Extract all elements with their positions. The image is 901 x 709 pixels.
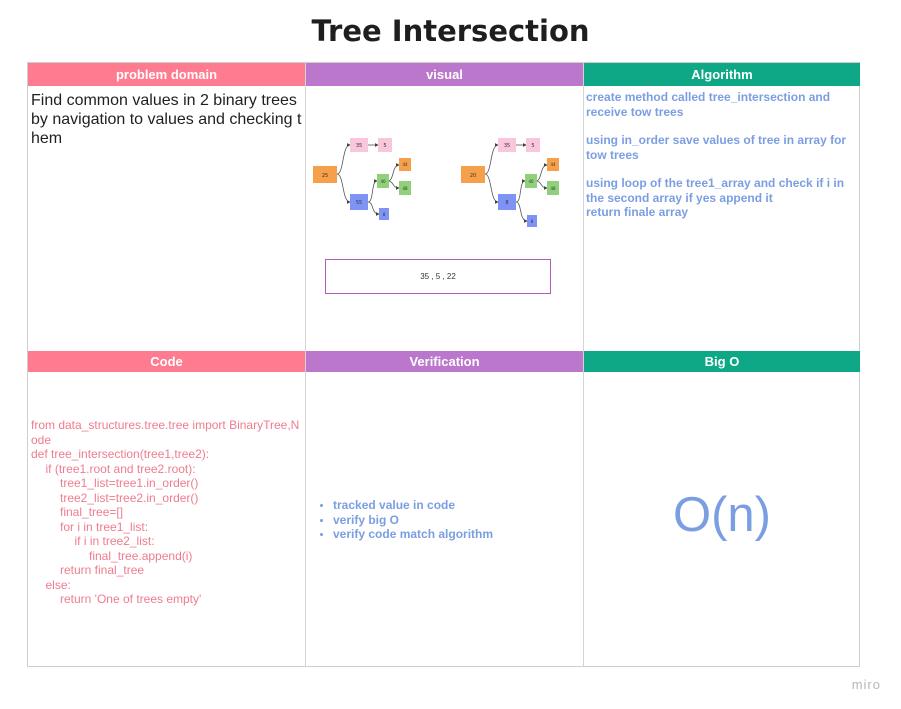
tree-node <box>498 194 516 210</box>
node-label: 25 <box>322 173 328 179</box>
code-line: for i in tree1_list: <box>60 519 149 534</box>
code-line: return 'One of trees empty' <box>60 592 202 606</box>
tree-node <box>313 166 337 183</box>
node-label: 8 <box>505 200 508 206</box>
tree-node <box>547 158 559 171</box>
node-label: 48 <box>550 186 556 191</box>
node-label: 35 <box>504 143 510 149</box>
algorithm-paragraph: using loop of the tree1_array and check … <box>586 176 845 219</box>
node-label: 5 <box>531 143 534 149</box>
tree2-nodes: 20 35 5 8 44 40 48 8 <box>461 138 559 227</box>
tree-node <box>350 194 368 210</box>
problem-domain-cell: Find common values in 2 binary trees by … <box>31 91 303 346</box>
algorithm-paragraph: using in_order save values of tree in ar… <box>586 133 847 162</box>
node-label: 44 <box>550 162 556 167</box>
verification-item: verify big O <box>318 513 580 528</box>
problem-domain-text: Find common values in 2 binary trees by … <box>31 92 302 147</box>
tree-node <box>399 181 411 195</box>
tree-node <box>527 215 537 227</box>
code-line: final_tree.append(i) <box>89 548 193 563</box>
board-grid: problem domain visual Algorithm Find com… <box>27 62 860 667</box>
code-line: def tree_intersection(tree1,tree2): <box>31 447 210 461</box>
algorithm-text: create method called tree_intersection a… <box>586 90 858 220</box>
column-divider <box>305 63 306 666</box>
tree2-edges <box>484 143 548 223</box>
tree-node <box>350 138 368 152</box>
node-label: 40 <box>528 179 534 184</box>
tree-node <box>377 174 389 188</box>
tree-node <box>547 181 559 195</box>
verification-item: tracked value in code <box>318 498 580 513</box>
tree-node <box>461 166 485 183</box>
tree-node <box>526 138 540 152</box>
code-line: else: <box>45 577 71 592</box>
tree-node <box>525 174 537 188</box>
header-problem-domain: problem domain <box>28 63 305 86</box>
code-line: if (tree1.root and tree2.root): <box>45 461 196 476</box>
big-o-cell: O(n) <box>584 487 860 557</box>
verification-item: verify code match algorithm <box>318 527 580 542</box>
algorithm-cell: create method called tree_intersection a… <box>586 90 858 345</box>
node-label: 5 <box>383 143 386 149</box>
tree1-edges <box>336 143 400 216</box>
node-label: 40 <box>380 179 386 184</box>
tree-node <box>379 208 389 220</box>
node-label: 44 <box>402 162 408 167</box>
code-line: return final_tree <box>60 563 145 577</box>
tree1-nodes: 25 35 5 55 44 40 48 8 <box>313 138 411 220</box>
code-line: tree1_list=tree1.in_order() <box>60 476 199 490</box>
algorithm-paragraph: create method called tree_intersection a… <box>586 90 831 119</box>
column-divider <box>583 63 584 666</box>
big-o-value: O(n) <box>673 488 771 542</box>
node-label: 8 <box>383 212 386 217</box>
code-line: final_tree=[] <box>60 505 124 519</box>
visual-cell: 25 35 5 55 44 40 48 8 <box>306 87 583 349</box>
header-big-o: Big O <box>584 351 860 372</box>
tree-node <box>498 138 516 152</box>
node-label: 55 <box>356 200 362 206</box>
code-cell: from data_structures.tree.tree import Bi… <box>31 418 303 658</box>
tree-node <box>378 138 392 152</box>
result-box: 35 , 5 , 22 <box>325 259 551 294</box>
node-label: 48 <box>402 186 408 191</box>
node-label: 20 <box>470 173 476 179</box>
header-code: Code <box>28 351 305 372</box>
code-line: from data_structures.tree.tree import Bi… <box>31 418 300 447</box>
miro-watermark: miro <box>851 677 881 692</box>
node-label: 35 <box>356 143 362 149</box>
page-title: Tree Intersection <box>311 14 590 48</box>
tree-node <box>399 158 411 171</box>
node-label: 8 <box>531 219 534 224</box>
code-line: if i in tree2_list: <box>74 534 155 548</box>
header-visual: visual <box>306 63 583 86</box>
trees-diagram: 25 35 5 55 44 40 48 8 <box>313 138 559 227</box>
code-line: tree2_list=tree2.in_order() <box>60 490 199 505</box>
header-verification: Verification <box>306 351 583 372</box>
header-algorithm: Algorithm <box>584 63 860 86</box>
code-text: from data_structures.tree.tree import Bi… <box>31 418 303 607</box>
